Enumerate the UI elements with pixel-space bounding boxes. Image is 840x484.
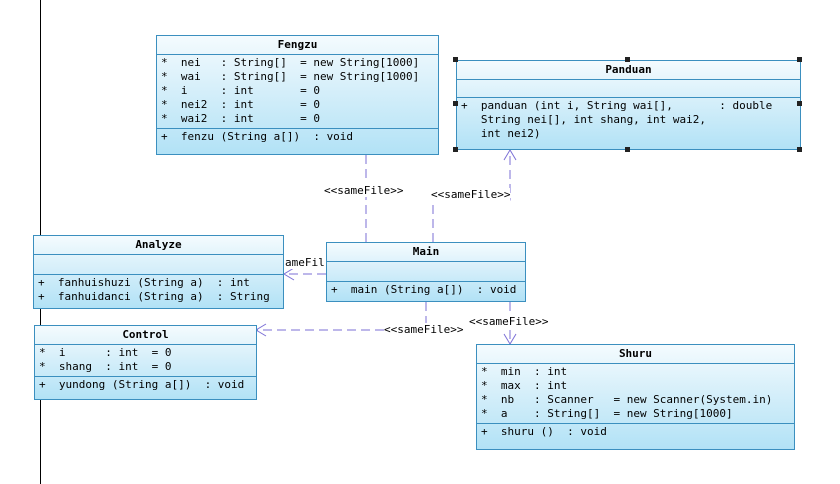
attributes-section: [327, 262, 525, 282]
methods-section: + shuru () : void: [477, 424, 794, 441]
attribute: * wai2 : int = 0: [161, 112, 320, 125]
method: + fanhuidanci (String a) : String: [38, 290, 270, 303]
class-title: Fengzu: [157, 36, 438, 55]
attribute: * a : String[] = new String[1000]: [481, 407, 733, 420]
resize-handle[interactable]: [453, 101, 458, 106]
class-title: Main: [327, 243, 525, 262]
attribute: * i : int = 0: [161, 84, 320, 97]
dependency-label-shuru: <<sameFile>>: [469, 315, 549, 328]
attributes-section: * nei : String[] = new String[1000] * wa…: [157, 55, 438, 129]
resize-handle[interactable]: [797, 101, 802, 106]
method: + fanhuishuzi (String a) : int: [38, 276, 250, 289]
resize-handle[interactable]: [625, 57, 630, 62]
class-main[interactable]: Main + main (String a[]) : void: [326, 242, 526, 302]
resize-handle[interactable]: [625, 147, 630, 152]
method: + shuru () : void: [481, 425, 607, 438]
dependency-label-control: <<sameFile>>: [384, 323, 464, 336]
attribute: * max : int: [481, 379, 568, 392]
attributes-section: [34, 255, 283, 275]
attribute: * wai : String[] = new String[1000]: [161, 70, 420, 83]
class-control[interactable]: Control * i : int = 0 * shang : int = 0 …: [34, 325, 257, 400]
methods-section: + fanhuishuzi (String a) : int + fanhuid…: [34, 275, 283, 306]
attribute: * min : int: [481, 365, 568, 378]
attribute: * shang : int = 0: [39, 360, 172, 373]
class-shuru[interactable]: Shuru * min : int * max : int * nb : Sca…: [476, 344, 795, 450]
class-title: Analyze: [34, 236, 283, 255]
methods-section: + main (String a[]) : void: [327, 282, 525, 299]
attribute: * nb : Scanner = new Scanner(System.in): [481, 393, 773, 406]
dependency-label-fengzu: <<sameFile>>: [324, 184, 404, 197]
method: + panduan (int i, String wai[], : double: [461, 99, 773, 112]
resize-handle[interactable]: [453, 147, 458, 152]
class-fengzu[interactable]: Fengzu * nei : String[] = new String[100…: [156, 35, 439, 155]
method: + main (String a[]) : void: [331, 283, 517, 296]
class-title: Shuru: [477, 345, 794, 364]
attribute: * i : int = 0: [39, 346, 172, 359]
method: String nei[], int shang, int wai2,: [461, 113, 707, 126]
methods-section: + panduan (int i, String wai[], : double…: [457, 98, 800, 143]
method: + fenzu (String a[]) : void: [161, 130, 354, 143]
attribute: * nei2 : int = 0: [161, 98, 320, 111]
resize-handle[interactable]: [797, 57, 802, 62]
attributes-section: [457, 80, 800, 98]
dependency-label-analyze: ameFil: [285, 256, 325, 269]
methods-section: + fenzu (String a[]) : void: [157, 129, 438, 146]
resize-handle[interactable]: [453, 57, 458, 62]
class-panduan[interactable]: Panduan + panduan (int i, String wai[], …: [456, 60, 801, 150]
attribute: * nei : String[] = new String[1000]: [161, 56, 420, 69]
class-title: Panduan: [457, 61, 800, 80]
attributes-section: * min : int * max : int * nb : Scanner =…: [477, 364, 794, 424]
method: + yundong (String a[]) : void: [39, 378, 245, 391]
class-analyze[interactable]: Analyze + fanhuishuzi (String a) : int +…: [33, 235, 284, 309]
dependency-label-panduan: <<sameFile>>: [431, 188, 511, 201]
resize-handle[interactable]: [797, 147, 802, 152]
method: int nei2): [461, 127, 541, 140]
class-title: Control: [35, 326, 256, 345]
methods-section: + yundong (String a[]) : void: [35, 377, 256, 394]
attributes-section: * i : int = 0 * shang : int = 0: [35, 345, 256, 377]
